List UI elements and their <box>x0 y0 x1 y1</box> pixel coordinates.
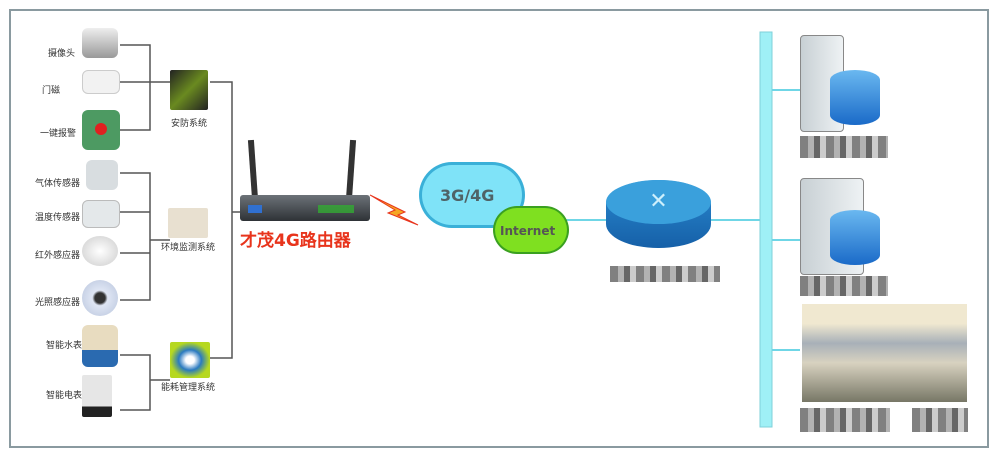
redacted-label <box>912 408 968 432</box>
device-label: 温度传感器 <box>35 213 81 223</box>
cloud-3g-label: 3G/4G <box>440 186 495 205</box>
core-router-icon: ✕ <box>606 180 711 248</box>
infrared-sensor-icon <box>82 236 118 266</box>
camera-icon <box>82 28 118 58</box>
gas-sensor-icon <box>86 160 118 190</box>
device-label: 光照感应器 <box>35 298 81 308</box>
electric-meter-icon <box>82 375 112 417</box>
redacted-label <box>800 276 888 296</box>
database-icon <box>830 210 880 265</box>
device-label: 摄像头 <box>48 49 76 59</box>
database-icon <box>830 70 880 125</box>
redacted-label <box>610 266 720 282</box>
device-label: 智能水表 <box>46 341 83 351</box>
device-label: 一键报警 <box>40 129 77 139</box>
energy-system-icon <box>170 342 210 378</box>
redacted-label <box>800 136 888 158</box>
water-meter-icon <box>82 325 118 367</box>
light-sensor-icon <box>82 280 118 316</box>
router-label: 才茂4G路由器 <box>240 231 351 251</box>
4g-router-icon <box>240 195 370 221</box>
system-label: 环境监测系统 <box>160 243 215 253</box>
security-system-icon <box>170 70 208 110</box>
environment-system-icon <box>168 208 208 238</box>
device-label: 气体传感器 <box>35 179 81 189</box>
cloud-internet-label: Internet <box>500 224 556 238</box>
internet-cloud-icon <box>495 208 567 252</box>
system-label: 能耗管理系统 <box>160 383 215 393</box>
redacted-label <box>800 408 890 432</box>
wireless-bolt-icon <box>369 194 419 226</box>
system-label: 安防系统 <box>170 119 207 129</box>
control-room-photo <box>802 304 967 402</box>
door-sensor-icon <box>82 70 120 94</box>
temperature-sensor-icon <box>82 200 120 228</box>
alarm-button-icon <box>82 110 120 150</box>
device-label: 智能电表 <box>46 391 83 401</box>
device-label: 门磁 <box>42 86 61 96</box>
device-label: 红外感应器 <box>35 251 81 261</box>
